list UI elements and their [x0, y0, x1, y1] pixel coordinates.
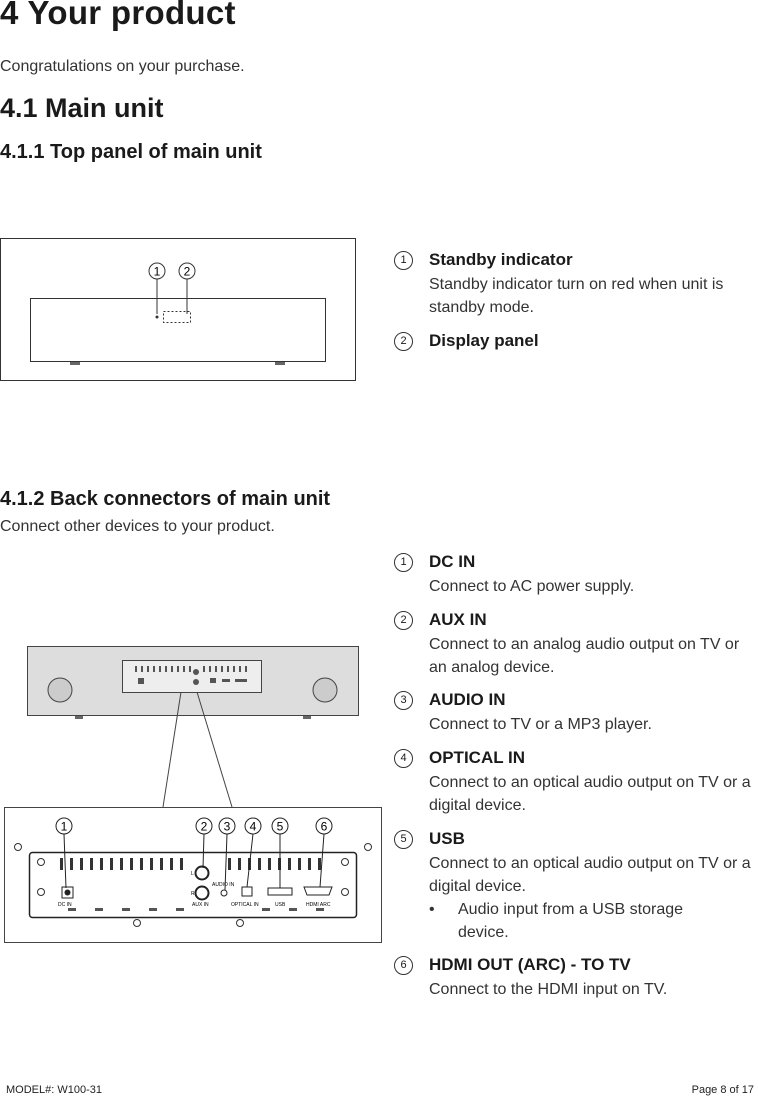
audio-in-jack [220, 889, 228, 897]
hdmi-arc-port [303, 886, 333, 896]
dc-in-pin [64, 889, 71, 896]
zoom-line-right [196, 691, 233, 808]
port-label-usb: USB [275, 902, 286, 908]
port-label-optical-in: OPTICAL IN [231, 902, 259, 908]
section-title-back: 4.1.2 Back connectors of main unit [0, 488, 331, 510]
top-panel-diagram: 1 2 [0, 238, 356, 381]
rear-hdmi-port [235, 679, 247, 682]
back-callout-number-3: 3 [224, 820, 231, 834]
back-callout-number-2: 2 [201, 820, 208, 834]
port-label-hdmi-arc: HDMI ARC [306, 902, 331, 908]
rear-usb-port [222, 679, 230, 682]
intro-text: Congratulations on your purchase. [0, 58, 245, 75]
legend-number: 1 [394, 553, 413, 572]
display-panel-outline [163, 311, 191, 323]
rear-aux-jack-top [193, 669, 199, 675]
legend-title: AUDIO IN [429, 690, 506, 709]
back-callout-number-6: 6 [321, 820, 328, 834]
back-panel-diagram: DC IN AUX IN AUDIO IN OPTICAL IN USB HDM… [4, 646, 382, 943]
back-leader-lines [63, 833, 325, 891]
page-heading: 4 Your product [0, 0, 236, 31]
legend-desc: Connect to the HDMI input on TV. [429, 981, 668, 998]
port-label-l: L [191, 871, 194, 877]
aux-in-jack-left [194, 865, 210, 881]
rear-optical-port [210, 678, 216, 683]
back-callout-circles [55, 817, 333, 835]
legend-title: USB [429, 829, 465, 848]
legend-number: 2 [394, 611, 413, 630]
legend-title: HDMI OUT (ARC) - TO TV [429, 955, 631, 974]
unit-foot-right [275, 362, 285, 365]
port-label-aux-in: AUX IN [192, 902, 209, 908]
unit-rear-foot-right [303, 716, 311, 719]
legend-title: Standby indicator [429, 250, 573, 269]
back-subtitle: Connect other devices to your product. [0, 518, 275, 535]
port-label-r: R [191, 891, 195, 897]
back-callout-number-5: 5 [277, 820, 284, 834]
aux-in-jack-right [194, 885, 210, 901]
legend-number: 4 [394, 749, 413, 768]
rear-dc-port [138, 678, 144, 684]
port-label-dc-in: DC IN [58, 902, 72, 908]
bullet-dot: • [429, 901, 435, 918]
legend-title: Display panel [429, 331, 539, 350]
legend-number: 5 [394, 830, 413, 849]
rear-connector-plate [122, 660, 262, 693]
legend-bullet-text: Audio input from a USB storage device. [458, 901, 684, 941]
legend-title: DC IN [429, 552, 476, 571]
callout-number-1: 1 [154, 265, 161, 279]
section-title-top-panel: 4.1.1 Top panel of main unit [0, 141, 262, 163]
rear-plate-slots [135, 666, 247, 672]
legend-number: 6 [394, 956, 413, 975]
rear-aux-jack-bottom [193, 679, 199, 685]
legend-desc: Connect to an analog audio output on TV … [429, 636, 740, 676]
unit-foot-left [70, 362, 80, 365]
legend-desc: Connect to AC power supply. [429, 578, 635, 595]
zoom-screws [14, 843, 372, 927]
legend-number: 1 [394, 251, 413, 270]
rear-vent-left [47, 677, 73, 703]
legend-number: 2 [394, 332, 413, 351]
legend-title: AUX IN [429, 610, 487, 629]
unit-rear-foot-left [75, 716, 83, 719]
usb-port [267, 887, 293, 896]
port-label-audio-in: AUDIO IN [212, 882, 235, 888]
optical-in-port [241, 886, 253, 897]
legend-desc: Connect to an optical audio output on TV… [429, 774, 751, 814]
standby-indicator [155, 315, 159, 319]
zoom-bottom-slots [68, 908, 324, 911]
back-callout-number-1: 1 [61, 820, 68, 834]
footer-model: MODEL#: W100-31 [6, 1084, 102, 1096]
zoom-line-left [162, 691, 182, 808]
legend-title: OPTICAL IN [429, 748, 526, 767]
main-unit-outline [30, 298, 326, 362]
rear-vent-right [312, 677, 338, 703]
section-title-main-unit: 4.1 Main unit [0, 93, 164, 123]
callout-number-2: 2 [184, 265, 191, 279]
legend-desc: Connect to TV or a MP3 player. [429, 716, 652, 733]
legend-number: 3 [394, 691, 413, 710]
back-callout-number-4: 4 [250, 820, 257, 834]
legend-desc: Connect to an optical audio output on TV… [429, 855, 751, 895]
legend-desc: Standby indicator turn on red when unit … [429, 276, 724, 316]
footer-page-number: Page 8 of 17 [691, 1084, 754, 1096]
